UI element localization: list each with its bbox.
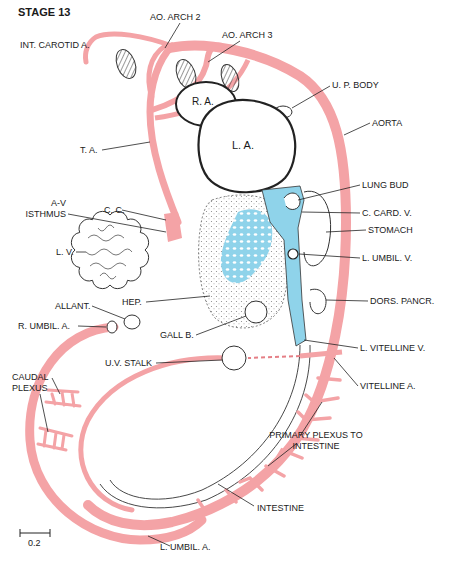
stage-title: STAGE 13 [18,6,70,18]
anatomy-label: INT. CAROTID A. [20,40,90,51]
anatomy-label: DORS. PANCR. [370,296,434,307]
anatomy-label: L. VITELLINE V. [360,343,425,354]
dorsal-pancreas [310,289,326,313]
hepatic-sinusoids [221,209,272,283]
anatomy-label: C. C. [104,205,125,216]
anatomy-label: C. CARD. V. [362,208,412,219]
anatomy-label: INTESTINE [257,503,304,514]
left-ventricle [71,211,148,288]
trabeculae [86,225,132,279]
gall-bladder [245,301,267,323]
anatomy-label: R. A. [192,96,214,107]
anatomy-label: R. UMBIL. A. [18,321,70,332]
intestine [110,345,300,499]
ventricle-canal [164,212,182,242]
anatomy-label: ALLANT. [55,301,91,312]
aortic-arch [149,46,165,98]
anatomy-label: LUNG BUD [362,180,409,191]
caudal-plexus [38,390,80,450]
umbilical-artery [81,358,226,510]
anatomy-label: T. A. [80,145,98,156]
scale-bar [20,529,50,537]
lung-bud [284,193,300,209]
anatomy-label: L. A. [232,140,254,151]
allantois [124,315,140,329]
anatomy-label: STOMACH [368,225,413,236]
leader-lines [40,23,370,546]
anatomy-label: A-V ISTHMUS [18,198,66,220]
intestine [100,345,310,508]
truncus-arteriosus [150,46,178,222]
pharyngeal-pouch [112,47,139,81]
anatomy-label: AO. ARCH 3 [222,30,273,41]
anatomy-label: HEP. [122,297,142,308]
anatomy-label: 0.2 [28,538,41,549]
vitelline-artery [300,352,342,356]
anatomy-label: AO. ARCH 2 [150,12,201,23]
umbilical-artery-end [107,321,117,333]
anatomy-label: L. UMBIL. V. [362,253,412,264]
aorta [88,46,346,526]
anatomy-label: GALL B. [160,330,194,341]
umbilical-vein [288,249,298,259]
anatomy-label: L. V. [56,247,74,258]
cardinal-vein [262,186,306,346]
anatomy-label: AORTA [372,118,402,129]
left-atrium [199,100,296,192]
anatomy-label: L. UMBIL. A. [160,542,211,553]
anatomy-label: CAUDAL PLEXUS [12,372,62,394]
anatomy-label: PRIMARY PLEXUS TO INTESTINE [268,430,364,452]
umbilical-artery [30,327,202,540]
anatomy-label: U. P. BODY [332,80,379,91]
anatomy-label: U.V. STALK [105,358,152,369]
vitelline-artery [248,356,300,358]
uv-stalk [222,346,246,370]
anatomy-label: VITELLINE A. [360,381,416,392]
